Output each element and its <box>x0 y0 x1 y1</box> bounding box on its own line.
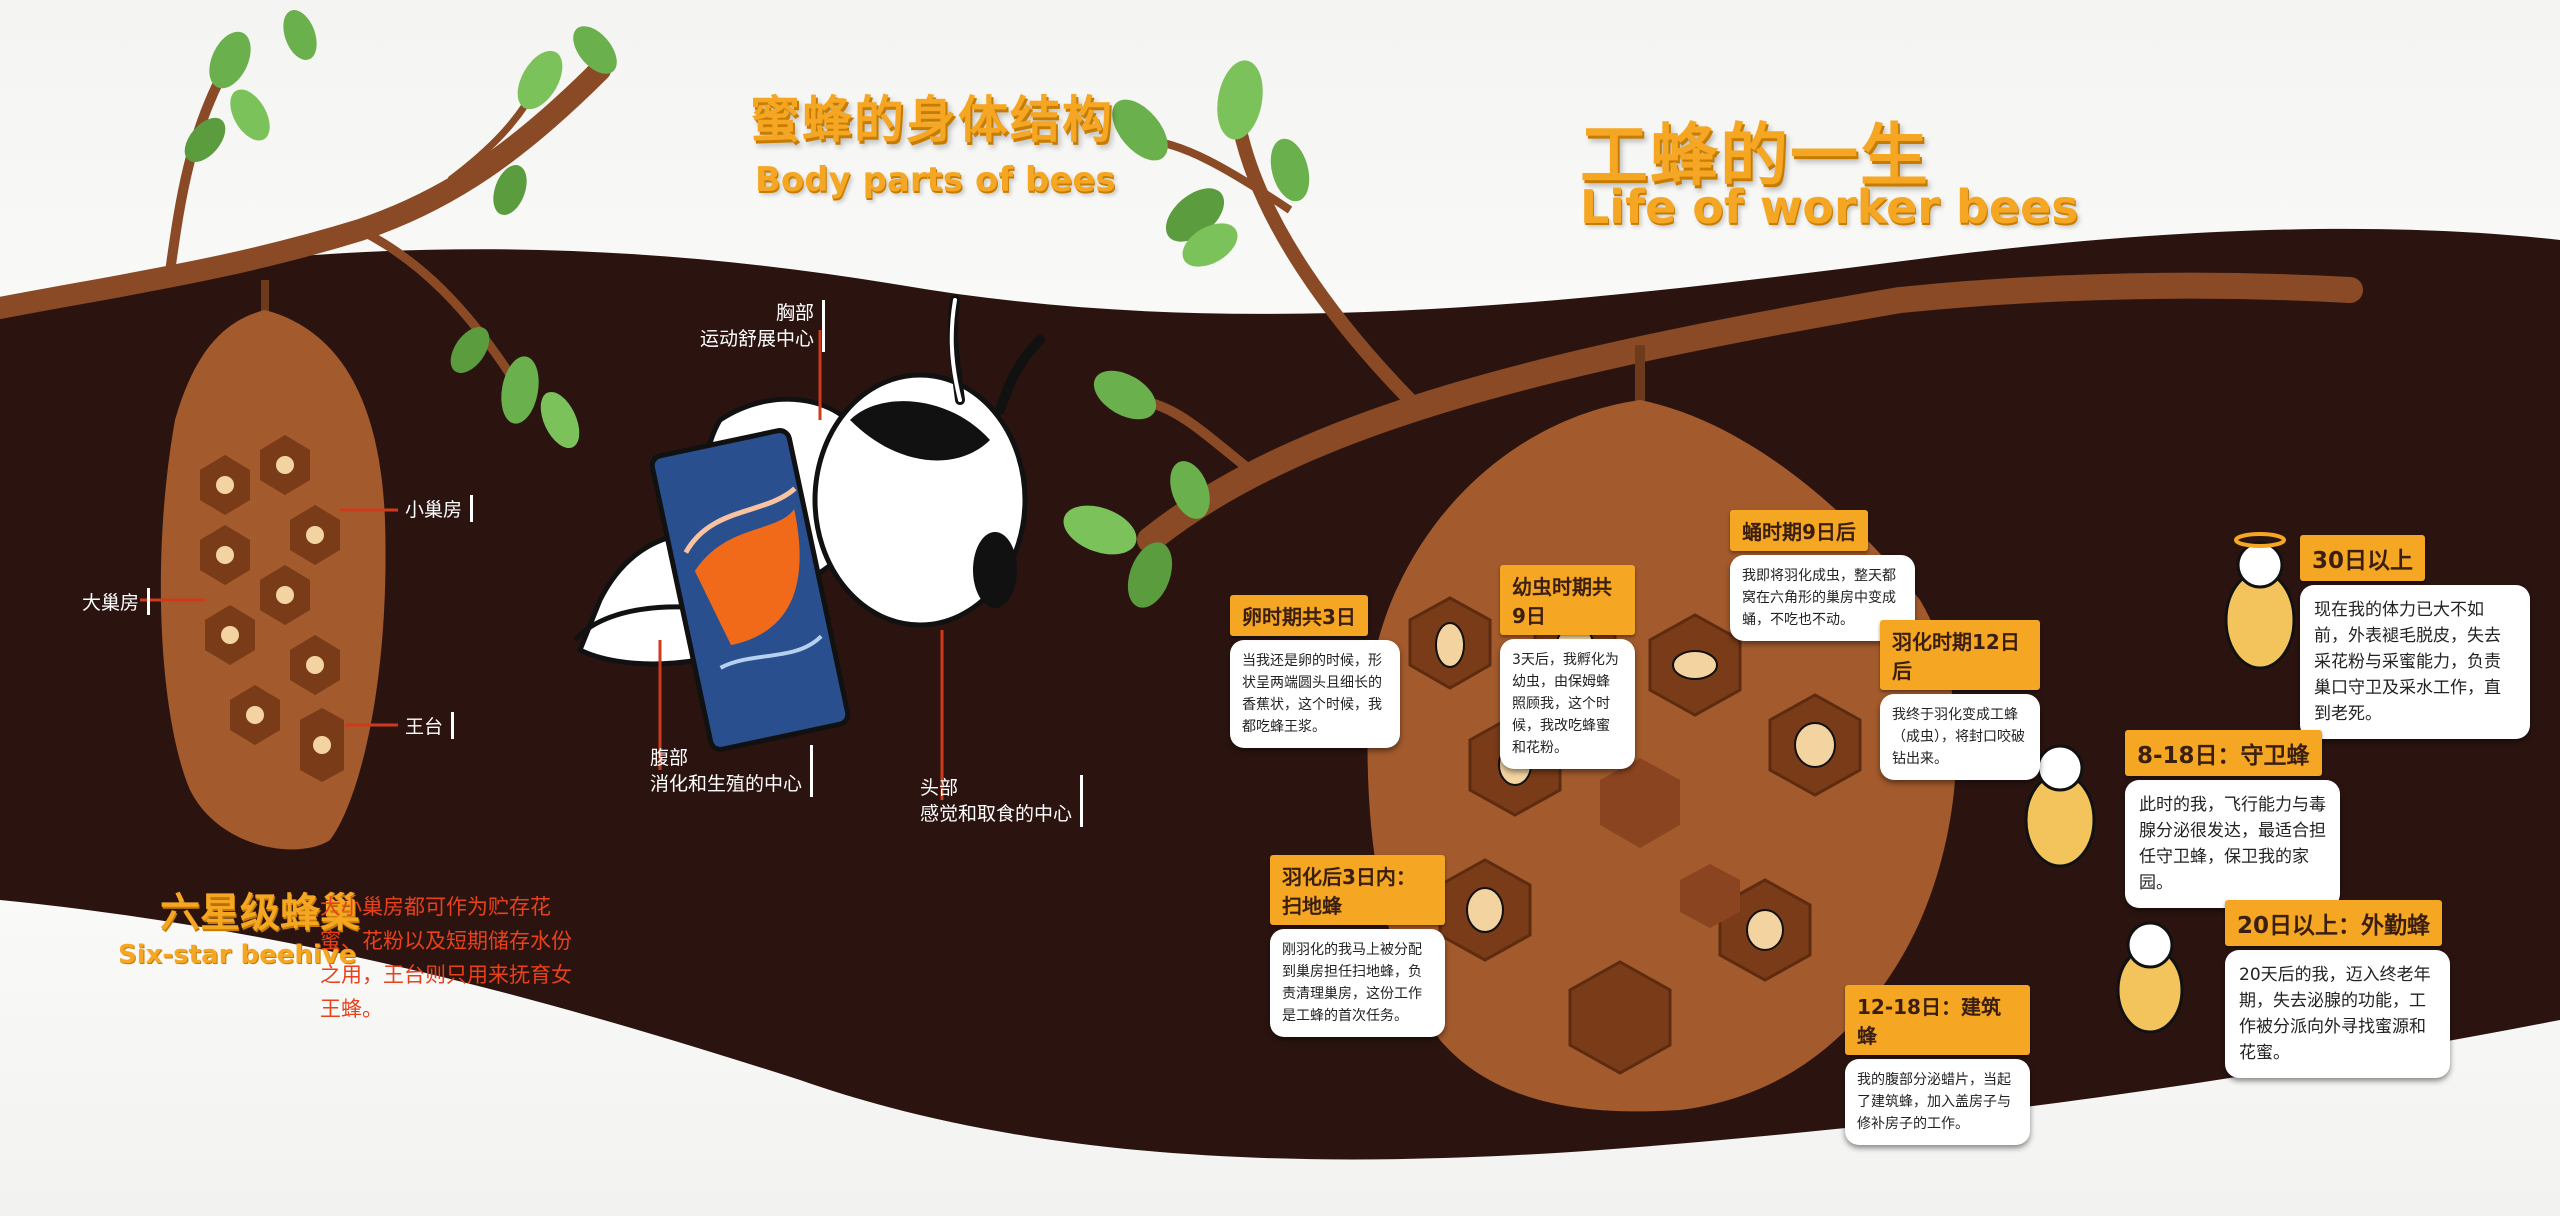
stage-card-emergence: 羽化时期12日后 我终于羽化变成工蜂（成虫），将封口咬破钻出来。 <box>1880 620 2040 780</box>
left-branch <box>0 10 617 449</box>
stage-tag: 20日以上：外勤蜂 <box>2225 900 2443 946</box>
stage-text: 当我还是卵的时候，形状呈两端圆头且细长的香蕉状，这个时候，我都吃蜂王浆。 <box>1230 640 1400 748</box>
life-title-en: Life of worker bees <box>1580 180 2079 234</box>
body-parts-title-en: Body parts of bees <box>755 160 1116 200</box>
stage-card-larva: 幼虫时期共9日 3天后，我孵化为幼虫，由保姆蜂照顾我，这个时候，我改吃蜂蜜和花粉… <box>1500 565 1635 769</box>
stage-tag: 蛹时期9日后 <box>1730 510 1868 551</box>
hive-title-en: Six-star beehive <box>118 940 357 970</box>
lounging-bee-illustration <box>573 295 1045 752</box>
thorax-label: 胸部 运动舒展中心 <box>700 300 826 352</box>
left-hanging-hive <box>160 280 386 850</box>
head-label: 头部 感觉和取食的中心 <box>920 775 1084 827</box>
stage-card-builder: 12-18日：建筑蜂 我的腹部分泌蜡片，当起了建筑蜂，加入盖房子与修补房子的工作… <box>1845 985 2030 1145</box>
stage-card-elder: 30日以上 现在我的体力已大不如前，外表褪毛脱皮，失去采花粉与采蜜能力，负责巢口… <box>2300 535 2530 739</box>
head-desc: 感觉和取食的中心 <box>920 803 1073 825</box>
hive-label-connectors <box>140 508 398 727</box>
body-label-connectors <box>658 330 944 800</box>
abdomen-desc: 消化和生殖的中心 <box>650 773 803 795</box>
stage-text: 此时的我，飞行能力与毒腺分泌很发达，最适合担任守卫蜂，保卫我的家园。 <box>2125 780 2340 908</box>
stage-tag: 30日以上 <box>2300 535 2426 581</box>
stage-card-forager: 20日以上：外勤蜂 20天后的我，迈入终老年期，失去泌腺的功能，工作被分派向外寻… <box>2225 900 2450 1078</box>
thorax-desc: 运动舒展中心 <box>700 328 815 350</box>
head-name: 头部 <box>920 777 959 799</box>
abdomen-label: 腹部 消化和生殖的中心 <box>650 745 814 797</box>
hive-description: 大小巢房都可作为贮存花蜜、花粉以及短期储存水份之用，王台则只用来抚育女王蜂。 <box>320 895 572 1021</box>
hive-title-cn: 六星级蜂巢 <box>160 890 360 936</box>
stage-tag: 羽化时期12日后 <box>1880 620 2040 690</box>
life-title-cn: 工蜂的一生 <box>1580 117 1931 196</box>
right-branch <box>1063 60 2363 608</box>
stage-card-egg: 卵时期共3日 当我还是卵的时候，形状呈两端圆头且细长的香蕉状，这个时候，我都吃蜂… <box>1230 595 1400 748</box>
stage-tag: 卵时期共3日 <box>1230 595 1368 636</box>
abdomen-name: 腹部 <box>650 747 689 769</box>
stage-text: 现在我的体力已大不如前，外表褪毛脱皮，失去采花粉与采蜜能力，负责巢口守卫及采水工… <box>2300 585 2530 739</box>
small-cell-label: 小巢房 <box>405 495 474 522</box>
stage-text: 20天后的我，迈入终老年期，失去泌腺的功能，工作被分派向外寻找蜜源和花蜜。 <box>2225 950 2450 1078</box>
stage-text: 刚羽化的我马上被分配到巢房担任扫地蜂，负责清理巢房，这份工作是工蜂的首次任务。 <box>1270 929 1445 1037</box>
stage-tag: 幼虫时期共9日 <box>1500 565 1635 635</box>
body-parts-title-cn: 蜜蜂的身体结构 <box>750 91 1114 149</box>
thorax-name: 胸部 <box>776 302 815 324</box>
stage-text: 我的腹部分泌蜡片，当起了建筑蜂，加入盖房子与修补房子的工作。 <box>1845 1059 2030 1145</box>
stage-card-cleaner: 羽化后3日内：扫地蜂 刚羽化的我马上被分配到巢房担任扫地蜂，负责清理巢房，这份工… <box>1270 855 1445 1037</box>
stage-tag: 12-18日：建筑蜂 <box>1845 985 2030 1055</box>
side-bee-illustrations <box>2024 532 2296 1034</box>
big-cell-label: 大巢房 <box>82 588 151 615</box>
stage-text: 3天后，我孵化为幼虫，由保姆蜂照顾我，这个时候，我改吃蜂蜜和花粉。 <box>1500 639 1635 769</box>
stage-tag: 8-18日：守卫蜂 <box>2125 730 2322 776</box>
stage-text: 我终于羽化变成工蜂（成虫），将封口咬破钻出来。 <box>1880 694 2040 780</box>
queen-cell-label: 王台 <box>405 712 455 739</box>
stage-tag: 羽化后3日内：扫地蜂 <box>1270 855 1445 925</box>
stage-card-guard: 8-18日：守卫蜂 此时的我，飞行能力与毒腺分泌很发达，最适合担任守卫蜂，保卫我… <box>2125 730 2340 908</box>
